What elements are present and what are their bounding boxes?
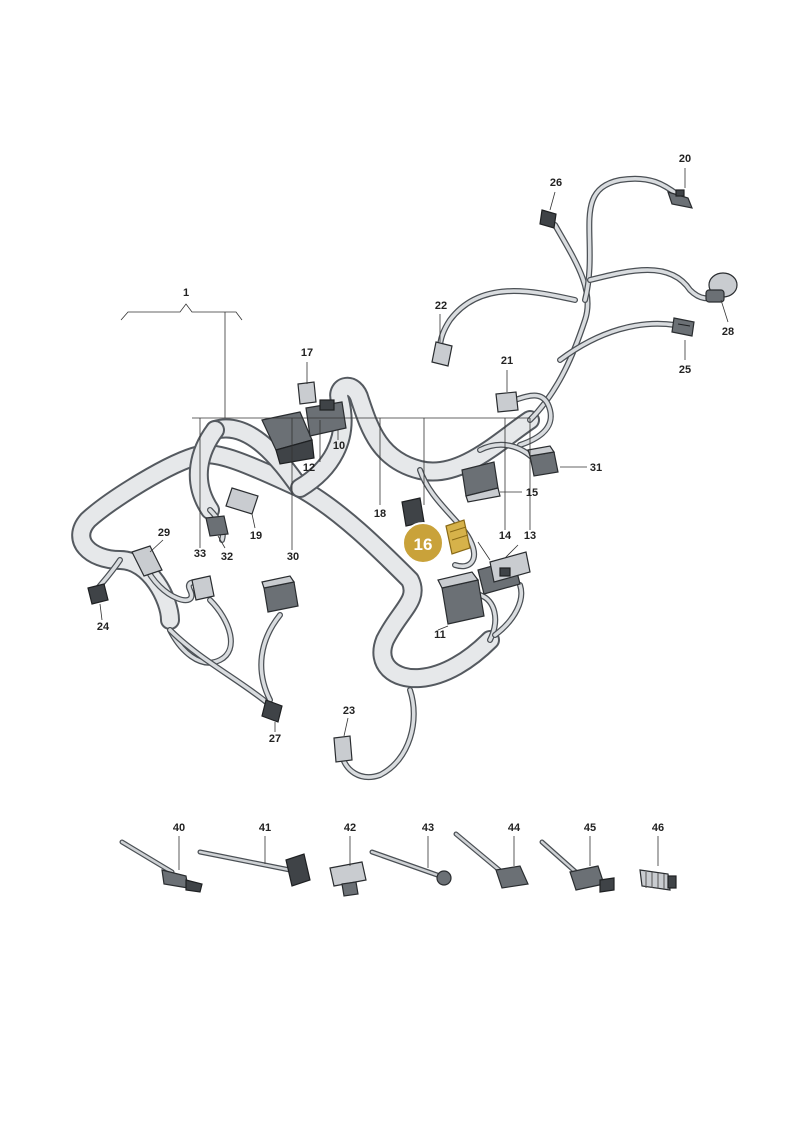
label-41: 41	[259, 822, 271, 834]
label-33: 33	[194, 548, 206, 560]
label-31: 31	[590, 462, 602, 474]
connector-31	[527, 445, 559, 477]
connector-19	[225, 487, 259, 515]
label-44: 44	[508, 822, 521, 834]
connector-29	[131, 545, 163, 577]
leader-lines	[99, 168, 729, 737]
label-12: 12	[303, 462, 315, 474]
connector-28	[705, 272, 738, 303]
connector-16-highlighted[interactable]	[445, 519, 471, 555]
connector-18	[401, 497, 425, 527]
connector-20	[667, 189, 693, 209]
connector-23	[333, 735, 353, 763]
connector-21	[495, 391, 519, 413]
connector-26	[539, 209, 557, 229]
label-32: 32	[221, 551, 233, 563]
connector-11	[437, 571, 485, 625]
label-25: 25	[679, 364, 691, 376]
connector-33	[191, 575, 215, 601]
label-45: 45	[584, 822, 596, 834]
label-27: 27	[269, 733, 281, 745]
label-30: 30	[287, 551, 299, 563]
connector-block-12-10	[261, 381, 347, 465]
label-14: 14	[499, 530, 512, 542]
connector-30	[261, 575, 299, 613]
fastener-row: 40 41 42 43 44	[119, 822, 677, 897]
label-24: 24	[97, 621, 110, 633]
grommet-46	[639, 869, 677, 891]
connector-32	[205, 515, 229, 537]
connectors	[87, 189, 738, 763]
label-11: 11	[434, 629, 446, 641]
connector-22	[431, 341, 453, 367]
connector-25	[671, 317, 695, 337]
label-17: 17	[301, 347, 313, 359]
label-26: 26	[550, 177, 562, 189]
label-46: 46	[652, 822, 664, 834]
label-43: 43	[422, 822, 434, 834]
label-1: 1	[183, 287, 189, 299]
cable-tie-45	[539, 839, 615, 893]
label-42: 42	[344, 822, 356, 834]
label-23: 23	[343, 705, 355, 717]
label-22: 22	[435, 300, 447, 312]
label-18: 18	[374, 508, 386, 520]
label-21: 21	[501, 355, 513, 367]
connector-15	[461, 461, 501, 503]
label-13: 13	[524, 530, 536, 542]
cable-tie-43	[369, 849, 452, 886]
label-16[interactable]: 16	[414, 535, 433, 554]
label-40: 40	[173, 822, 185, 834]
cable-tie-40	[119, 839, 203, 893]
cable-tie-44	[453, 831, 529, 889]
connector-24	[87, 583, 109, 605]
label-28: 28	[722, 326, 734, 338]
cable-tie-41	[197, 849, 311, 887]
label-19: 19	[250, 530, 262, 542]
label-29: 29	[158, 527, 170, 539]
label-20: 20	[679, 153, 691, 165]
connector-cluster-13-14	[477, 551, 531, 595]
label-10: 10	[333, 440, 345, 452]
clip-42	[329, 861, 367, 897]
connector-27	[261, 699, 283, 723]
callout-labels: 1 20 26 28 25 22 21 17 12 10 31 15 18 14…	[97, 153, 734, 745]
label-15: 15	[526, 487, 538, 499]
highlight-badge[interactable]	[402, 522, 444, 564]
callout-16-highlight[interactable]: 16	[402, 522, 444, 564]
